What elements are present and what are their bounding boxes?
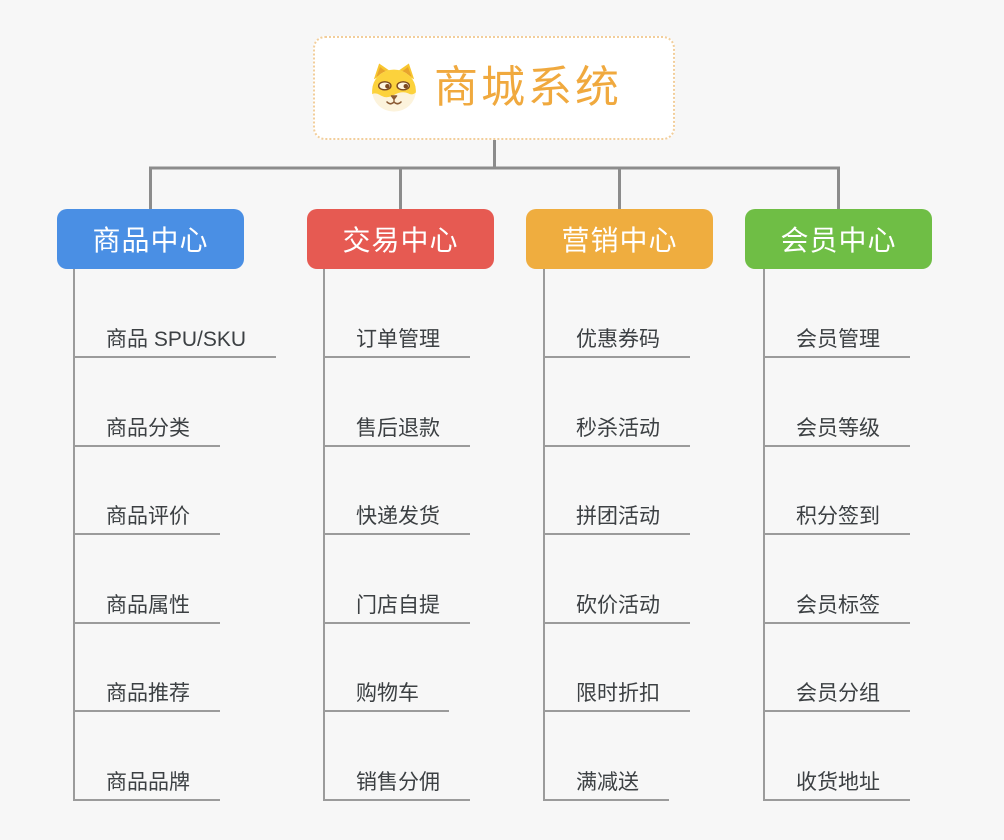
branch-connector-line (763, 269, 765, 801)
leaf-node[interactable]: 商品推荐 (73, 680, 220, 712)
leaf-node[interactable]: 砍价活动 (543, 592, 690, 624)
leaf-node[interactable]: 会员标签 (763, 592, 910, 624)
leaf-node[interactable]: 满减送 (543, 769, 669, 801)
leaf-node[interactable]: 限时折扣 (543, 680, 690, 712)
leaf-node[interactable]: 优惠券码 (543, 326, 690, 358)
leaf-node[interactable]: 商品评价 (73, 503, 220, 535)
leaf-node[interactable]: 会员管理 (763, 326, 910, 358)
leaf-node[interactable]: 收货地址 (763, 769, 910, 801)
leaf-node[interactable]: 快递发货 (323, 503, 470, 535)
dog-face-icon (372, 63, 416, 112)
branch-connector-line (323, 269, 325, 801)
branch-node-marketing-center[interactable]: 营销中心 (526, 209, 713, 269)
leaf-node[interactable]: 会员等级 (763, 415, 910, 447)
leaf-node[interactable]: 门店自提 (323, 592, 470, 624)
branch-node-trade-center[interactable]: 交易中心 (307, 209, 494, 269)
leaf-node[interactable]: 商品品牌 (73, 769, 220, 801)
leaf-node[interactable]: 商品分类 (73, 415, 220, 447)
leaf-node[interactable]: 订单管理 (323, 326, 470, 358)
leaf-node[interactable]: 秒杀活动 (543, 415, 690, 447)
leaf-node[interactable]: 拼团活动 (543, 503, 690, 535)
leaf-node[interactable]: 会员分组 (763, 680, 910, 712)
leaf-node[interactable]: 购物车 (323, 680, 449, 712)
root-title: 商城系统 (434, 63, 622, 112)
leaf-node[interactable]: 售后退款 (323, 415, 470, 447)
leaf-node[interactable]: 积分签到 (763, 503, 910, 535)
branch-connector-line (73, 269, 75, 801)
root-node[interactable]: 商城系统 (313, 36, 675, 140)
leaf-node[interactable]: 销售分佣 (323, 769, 470, 801)
leaf-node[interactable]: 商品属性 (73, 592, 220, 624)
branch-node-product-center[interactable]: 商品中心 (57, 209, 244, 269)
branch-connector-line (543, 269, 545, 801)
branch-node-member-center[interactable]: 会员中心 (745, 209, 932, 269)
leaf-node[interactable]: 商品 SPU/SKU (73, 326, 277, 358)
